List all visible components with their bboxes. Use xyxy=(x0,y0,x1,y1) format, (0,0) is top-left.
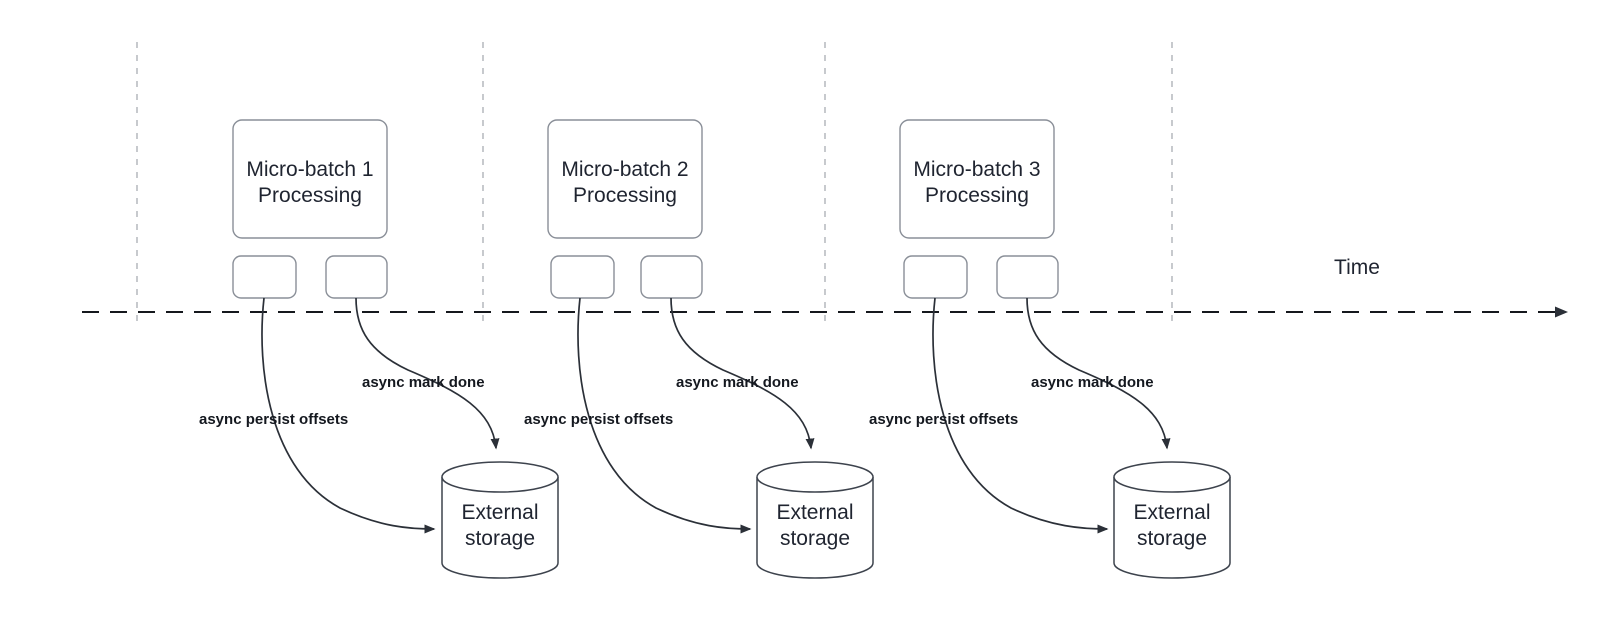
persist-offsets-edge-1-label: async persist offsets xyxy=(199,411,348,428)
edge-labels-group: async persist offsets async mark done asyn… xyxy=(199,374,1154,428)
group-2-batch-box[interactable] xyxy=(547,119,703,239)
group-3-storage-label-line1: External xyxy=(1133,501,1210,524)
timeline-axis-group: Time xyxy=(82,256,1568,318)
persist-offsets-edge-3-label: async persist offsets xyxy=(869,411,1018,428)
group-2-storage-label-line1: External xyxy=(776,501,853,524)
group-2-cylinder-top xyxy=(756,461,874,493)
persist-offsets-edge-2-label: async persist offsets xyxy=(524,411,673,428)
group-2-batch-label-line2: Processing xyxy=(573,184,677,207)
group-3-batch-box[interactable] xyxy=(899,119,1055,239)
mark-done-edge-2 xyxy=(670,297,815,450)
persist-offsets-edge-3 xyxy=(932,297,1109,534)
task-box-1b[interactable] xyxy=(325,255,388,299)
group-1-batch-box[interactable] xyxy=(232,119,388,239)
mark-done-edge-3 xyxy=(1026,297,1171,450)
group-3-batch-label-line1: Micro-batch 3 xyxy=(913,158,1040,181)
mark-done-edge-1-label: async mark done xyxy=(362,374,485,391)
group-2-batch-label-line1: Micro-batch 2 xyxy=(561,158,688,181)
group-3-cylinder-body[interactable] xyxy=(1113,477,1231,579)
group-2-storage-label-line2: storage xyxy=(780,527,850,550)
task-box-3b[interactable] xyxy=(996,255,1059,299)
group-1-cylinder-body[interactable] xyxy=(441,477,559,579)
task-box-1a[interactable] xyxy=(232,255,297,299)
group-3-storage-label-line2: storage xyxy=(1137,527,1207,550)
task-box-2a[interactable] xyxy=(550,255,615,299)
time-axis-label: Time xyxy=(1334,256,1380,279)
group-2-cylinder-body[interactable] xyxy=(756,477,874,579)
group-1-batch-label-line1: Micro-batch 1 xyxy=(246,158,373,181)
group-3-batch-label-line2: Processing xyxy=(925,184,1029,207)
group-1-storage-label-line1: External xyxy=(461,501,538,524)
task-box-3a[interactable] xyxy=(903,255,968,299)
group-1-storage-label-line2: storage xyxy=(465,527,535,550)
group-3-cylinder-top xyxy=(1113,461,1231,493)
mark-done-edge-3-label: async mark done xyxy=(1031,374,1154,391)
micro-batch-groups: Micro-batch 1ProcessingExternalstorageMi… xyxy=(232,119,1231,579)
mark-done-edge-2-label: async mark done xyxy=(676,374,799,391)
group-1-batch-label-line2: Processing xyxy=(258,184,362,207)
group-1-cylinder-top xyxy=(441,461,559,493)
mark-done-edge-1 xyxy=(355,297,500,450)
task-box-2b[interactable] xyxy=(640,255,703,299)
persist-offsets-edge-1 xyxy=(261,297,436,534)
persist-offsets-edge-2 xyxy=(577,297,752,534)
